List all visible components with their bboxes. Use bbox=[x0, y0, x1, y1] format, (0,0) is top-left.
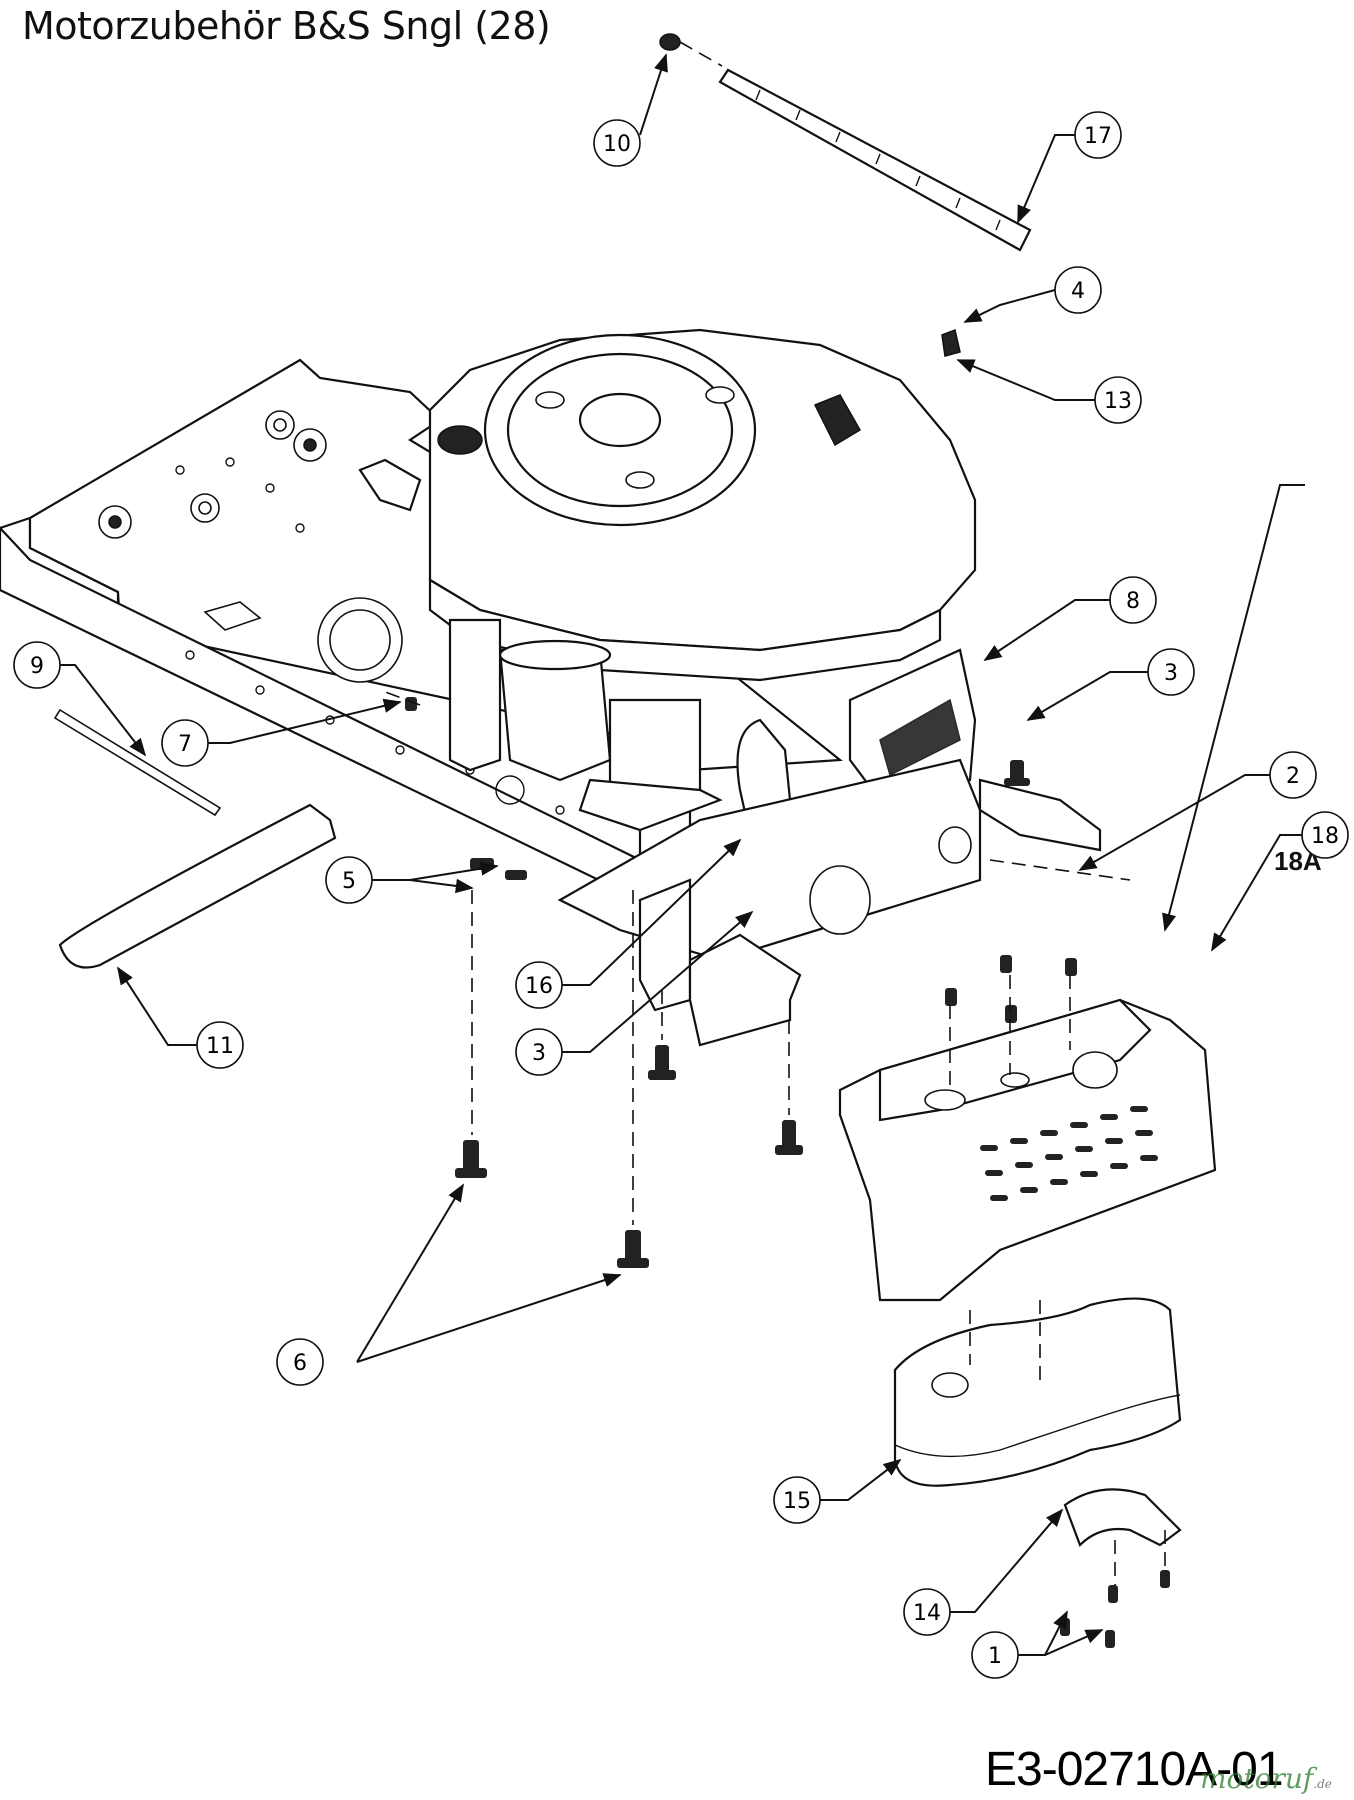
callout-15: 15 bbox=[773, 1476, 821, 1524]
muffler bbox=[893, 1297, 1182, 1547]
svg-text:18: 18 bbox=[1311, 824, 1339, 849]
callout-10: 10 bbox=[593, 119, 641, 167]
callout-7: 7 bbox=[161, 719, 209, 767]
svg-text:9: 9 bbox=[30, 654, 44, 679]
svg-text:10: 10 bbox=[603, 132, 631, 157]
callout-17: 17 bbox=[1074, 111, 1122, 159]
leader-lines bbox=[60, 53, 1305, 1656]
svg-text:3: 3 bbox=[1164, 661, 1178, 686]
svg-text:3: 3 bbox=[532, 1041, 546, 1066]
svg-text:6: 6 bbox=[293, 1351, 307, 1376]
callout-11: 11 bbox=[196, 1021, 244, 1069]
callout-13: 13 bbox=[1094, 376, 1142, 424]
svg-text:14: 14 bbox=[913, 1601, 941, 1626]
svg-text:15: 15 bbox=[783, 1489, 811, 1514]
tie-strap bbox=[53, 708, 222, 817]
bracket-left bbox=[638, 878, 692, 1012]
svg-text:2: 2 bbox=[1286, 764, 1300, 789]
svg-text:13: 13 bbox=[1104, 389, 1132, 414]
svg-text:1: 1 bbox=[988, 1644, 1002, 1669]
dipstick-cap bbox=[659, 33, 681, 51]
callout-1: 1 bbox=[971, 1631, 1019, 1679]
callout-14: 14 bbox=[903, 1588, 951, 1636]
bracket-right bbox=[688, 933, 802, 1047]
diagram-title: Motorzubehör B&S Sngl (28) bbox=[22, 4, 551, 48]
svg-text:7: 7 bbox=[178, 732, 192, 757]
callout-8: 8 bbox=[1109, 576, 1157, 624]
dipstick-tube bbox=[718, 68, 1032, 252]
engine bbox=[358, 328, 982, 962]
callout-5: 5 bbox=[325, 856, 373, 904]
svg-text:5: 5 bbox=[342, 869, 356, 894]
callout-18: 18 bbox=[1301, 811, 1349, 859]
callout-16: 16 bbox=[515, 961, 563, 1009]
callout-9: 9 bbox=[13, 641, 61, 689]
assembly-lines bbox=[379, 41, 1166, 1585]
callout-3-lower: 3 bbox=[515, 1028, 563, 1076]
watermark-logo: motoruf.de bbox=[1200, 1762, 1332, 1795]
svg-text:17: 17 bbox=[1084, 124, 1112, 149]
heat-shield bbox=[838, 998, 1217, 1302]
svg-text:4: 4 bbox=[1071, 279, 1085, 304]
callout-6: 6 bbox=[276, 1338, 324, 1386]
callout-2: 2 bbox=[1269, 751, 1317, 799]
svg-text:8: 8 bbox=[1126, 589, 1140, 614]
belt-guard bbox=[58, 803, 337, 969]
fasteners bbox=[405, 697, 1170, 1648]
svg-text:16: 16 bbox=[525, 974, 553, 999]
drawing-code: E3-02710A-01 bbox=[985, 1743, 1284, 1796]
bracket-rear bbox=[978, 778, 1102, 852]
svg-text:11: 11 bbox=[206, 1034, 234, 1059]
clip-part bbox=[941, 328, 961, 357]
callout-3-upper: 3 bbox=[1147, 648, 1195, 696]
callout-4: 4 bbox=[1054, 266, 1102, 314]
